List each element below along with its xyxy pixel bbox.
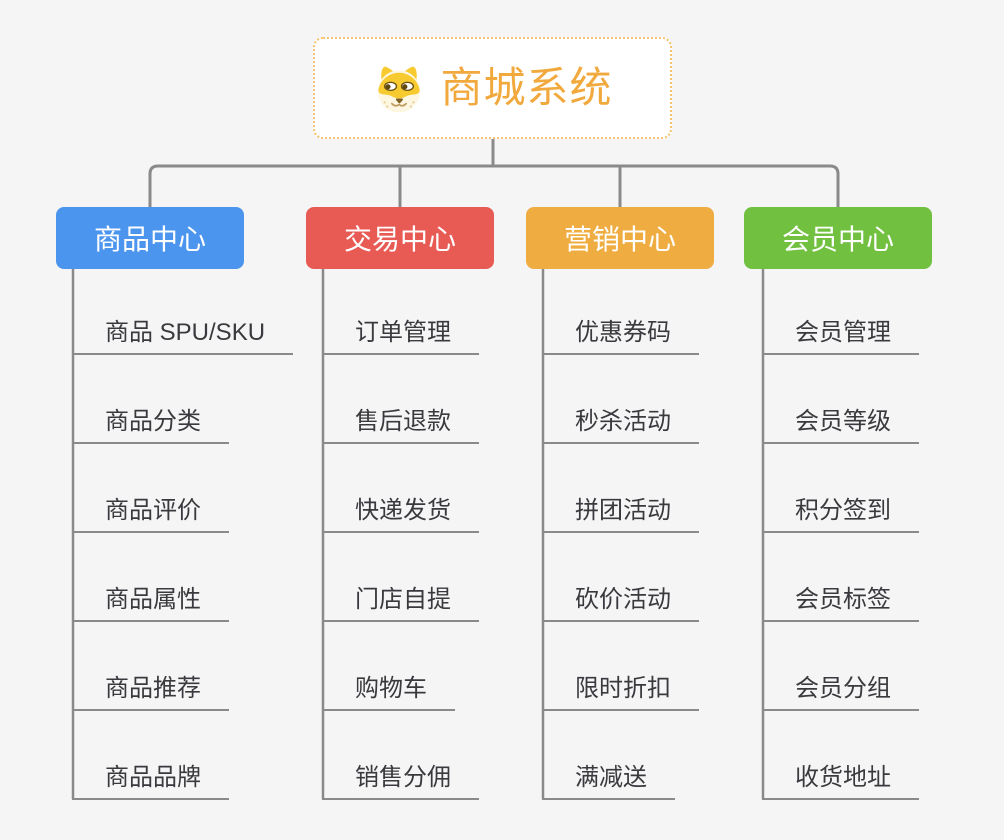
branch-header-label: 会员中心 (781, 224, 894, 255)
leaf-node[interactable]: 限时折扣 (542, 673, 699, 711)
leaf-node[interactable]: 门店自提 (322, 584, 479, 622)
leaf-node[interactable]: 商品属性 (72, 584, 229, 622)
branch-header-label: 营销中心 (563, 224, 676, 255)
leaf-node[interactable]: 商品分类 (72, 406, 229, 444)
leaf-node[interactable]: 商品品牌 (72, 762, 229, 800)
branch-header-trade-center[interactable]: 交易中心 (306, 207, 494, 269)
leaf-node[interactable]: 满减送 (542, 762, 675, 800)
leaf-node[interactable]: 秒杀活动 (542, 406, 699, 444)
leaf-node[interactable]: 会员等级 (762, 406, 919, 444)
leaf-node[interactable]: 优惠券码 (542, 317, 699, 355)
leaf-node[interactable]: 商品 SPU/SKU (72, 317, 294, 355)
branch-header-label: 交易中心 (343, 224, 456, 255)
branch-header-marketing-center[interactable]: 营销中心 (526, 207, 714, 269)
leaf-node[interactable]: 收货地址 (762, 762, 919, 800)
root-node-label: 商城系统 (440, 64, 613, 111)
leaf-node[interactable]: 商品推荐 (72, 673, 229, 711)
leaf-node[interactable]: 销售分佣 (322, 762, 479, 800)
leaf-node[interactable]: 会员标签 (762, 584, 919, 622)
leaf-node[interactable]: 拼团活动 (542, 495, 699, 533)
dog-face-icon (378, 66, 421, 113)
branch-header-label: 商品中心 (93, 224, 206, 255)
root-node[interactable]: 商城系统 (313, 37, 672, 139)
leaf-node[interactable]: 快递发货 (322, 495, 479, 533)
leaf-node[interactable]: 会员管理 (762, 317, 919, 355)
leaf-node[interactable]: 售后退款 (322, 406, 479, 444)
leaf-node[interactable]: 订单管理 (322, 317, 479, 355)
leaf-node[interactable]: 砍价活动 (542, 584, 699, 622)
leaf-node[interactable]: 积分签到 (762, 495, 919, 533)
branch-header-product-center[interactable]: 商品中心 (56, 207, 244, 269)
leaf-node[interactable]: 会员分组 (762, 673, 919, 711)
leaf-node[interactable]: 购物车 (322, 673, 455, 711)
branch-header-member-center[interactable]: 会员中心 (744, 207, 932, 269)
leaf-node[interactable]: 商品评价 (72, 495, 229, 533)
